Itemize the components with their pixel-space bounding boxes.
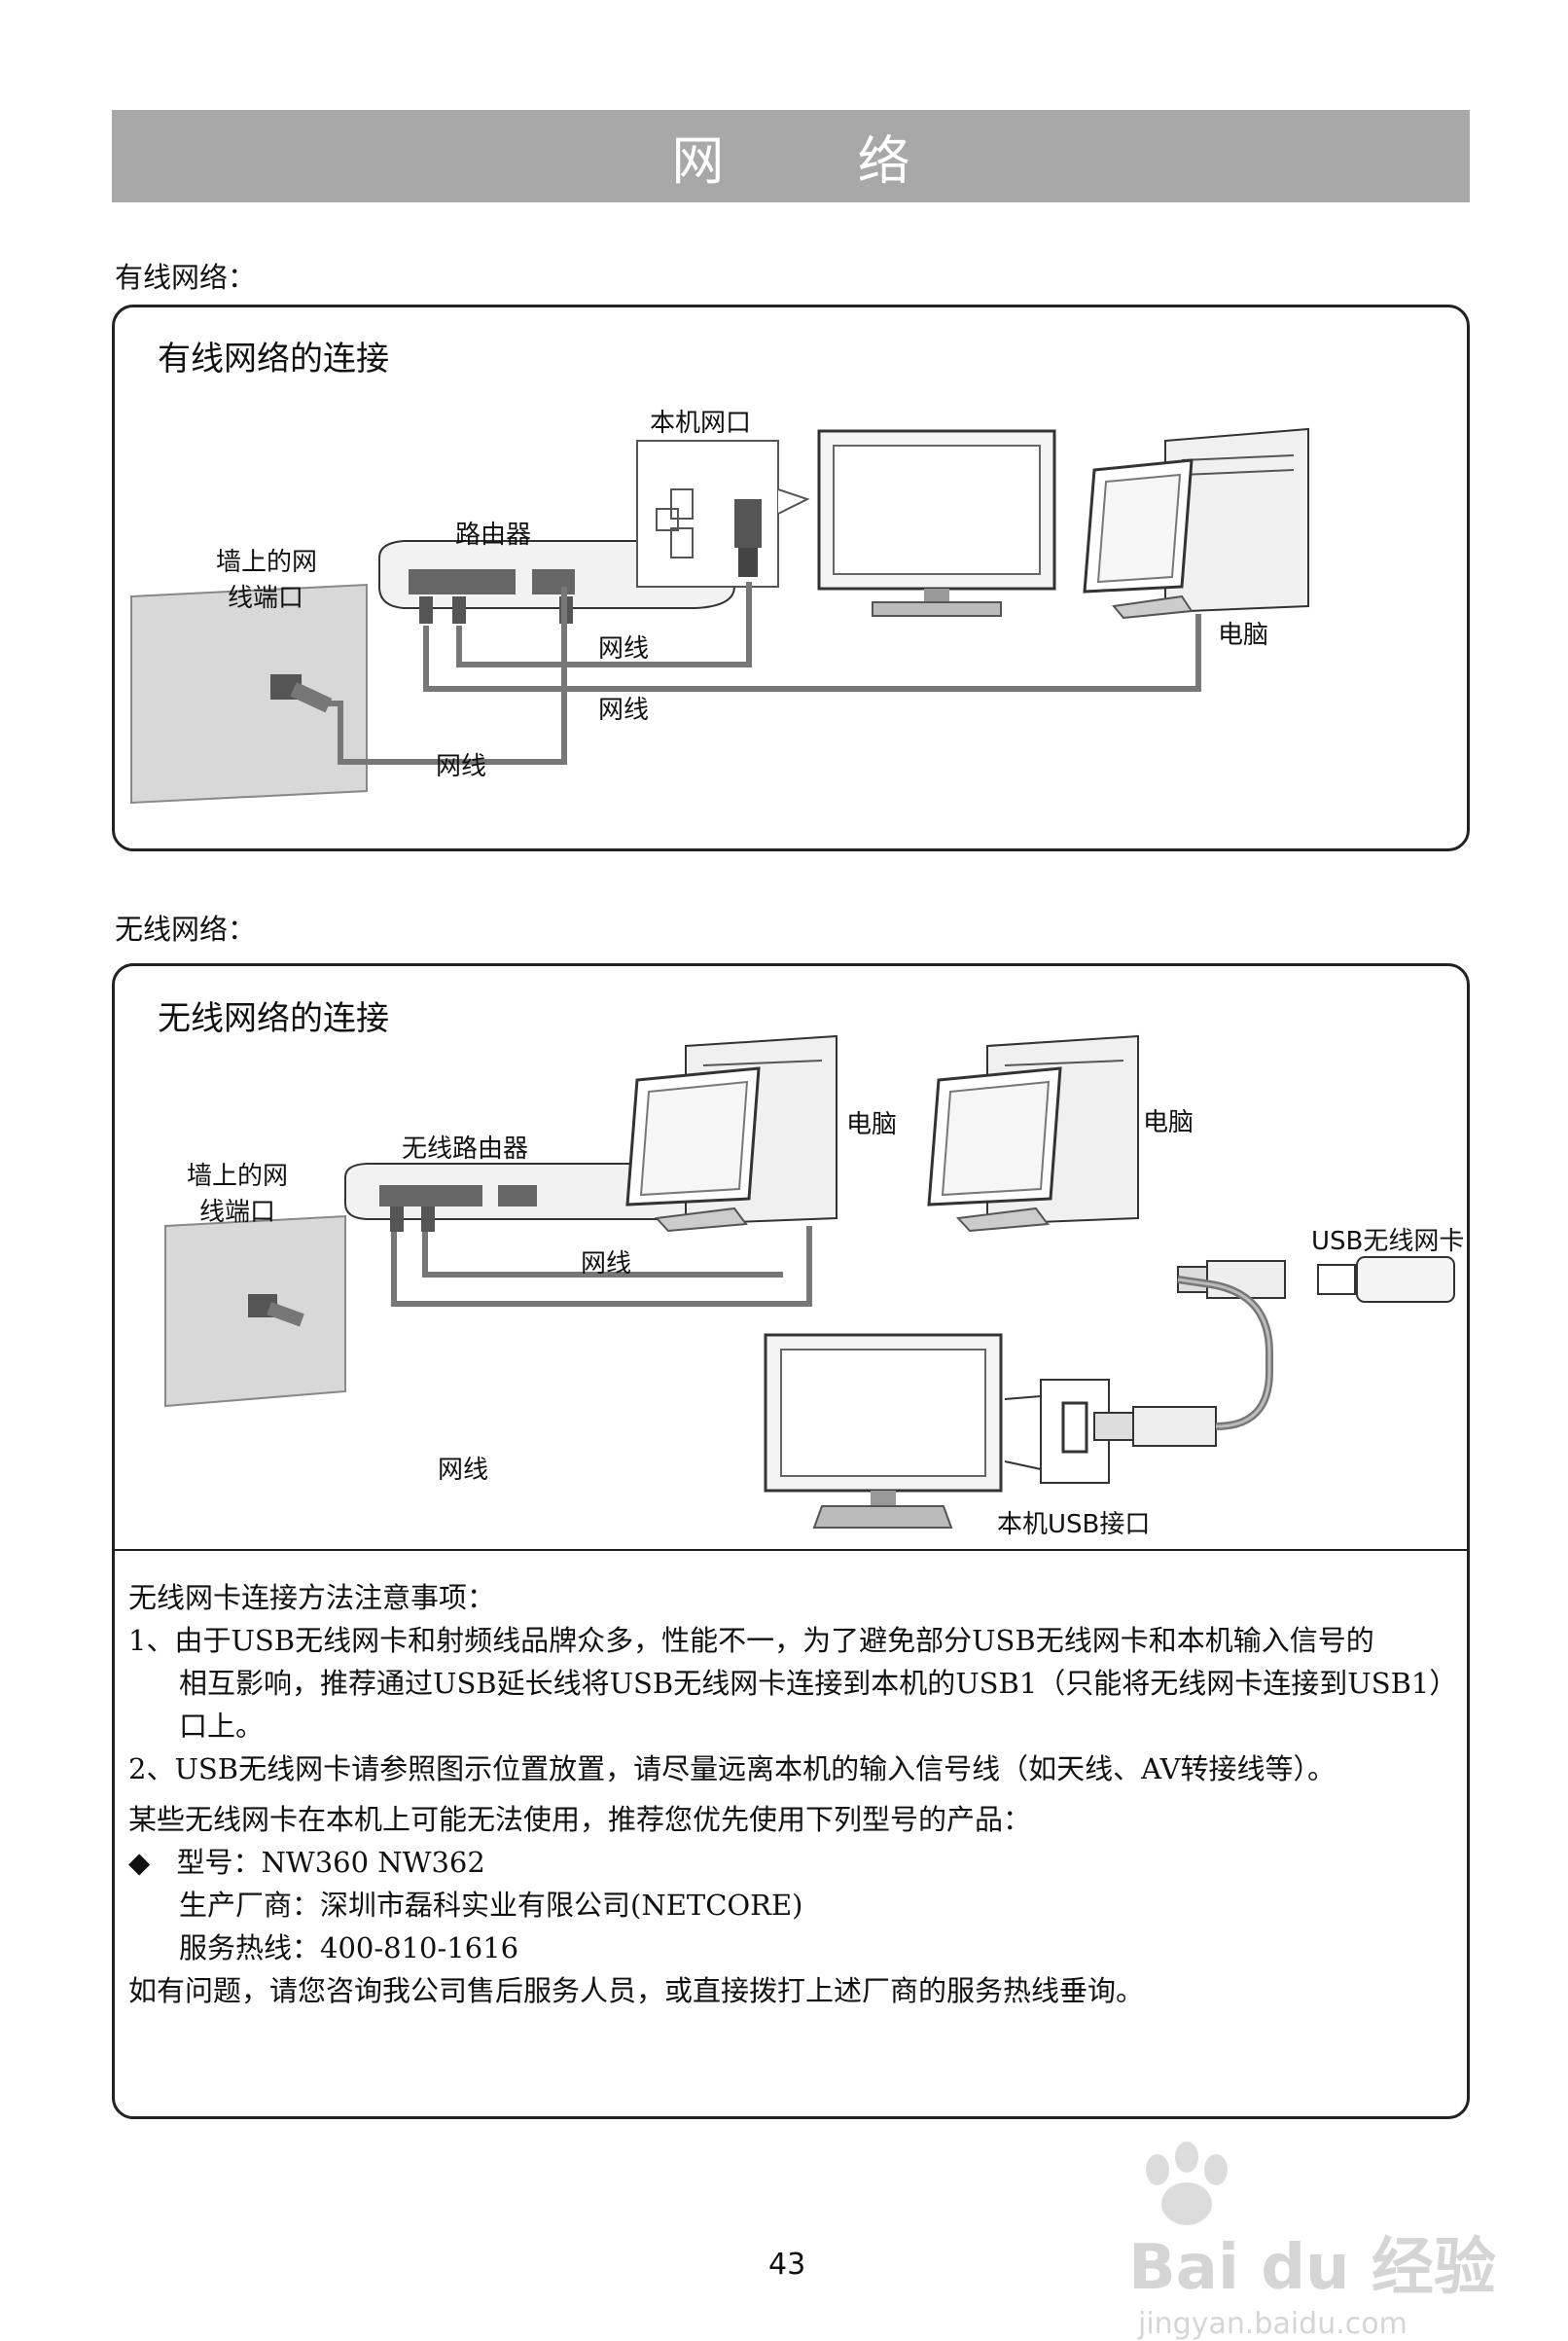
usb-port-label: 本机USB接口	[997, 1510, 1151, 1539]
usb-port-callout	[1004, 1379, 1217, 1484]
notes-heading: 无线网卡连接方法注意事项：	[128, 1581, 496, 1614]
wireless-diagram	[164, 1034, 1455, 1529]
wireless-wall-port-label-line1: 墙上的网	[187, 1162, 289, 1191]
wireless-cable-label-2: 网线	[438, 1456, 489, 1485]
baidu-watermark: Bai du 经验 jingyan.baidu.com	[1128, 2136, 1496, 2341]
page-number: 43	[768, 2248, 806, 2282]
notes-item1-line3: 口上。	[179, 1710, 265, 1743]
notes-item1-line2: 相互影响，推荐通过USB延长线将USB无线网卡连接到本机的USB1（只能将无线网…	[179, 1667, 1458, 1700]
wired-computer-label: 电脑	[1218, 621, 1269, 650]
page-title: 网 络	[671, 130, 969, 192]
wired-panel-title: 有线网络的连接	[158, 340, 389, 378]
notes-hotline: 服务热线：400-810-1616	[179, 1931, 519, 1964]
bullet-diamond-icon: ◆	[128, 1846, 151, 1879]
computer-2-illustration	[927, 1034, 1139, 1233]
wireless-panel	[112, 963, 1470, 2119]
wireless-wall-port-label-line2: 线端口	[199, 1198, 276, 1227]
page-title-bar: 网 络	[112, 110, 1470, 202]
wireless-tv-illustration	[764, 1333, 1003, 1529]
wireless-panel-title: 无线网络的连接	[158, 999, 389, 1038]
usb-adapter-label: USB无线网卡	[1311, 1227, 1465, 1256]
notes-model: 型号：NW360 NW362	[176, 1846, 485, 1879]
wireless-section-label: 无线网络：	[115, 913, 257, 946]
watermark-url: jingyan.baidu.com	[1138, 2307, 1408, 2341]
wireless-computer-1-label: 电脑	[846, 1110, 898, 1139]
wireless-cables	[391, 1226, 1273, 1430]
notes-recommend: 某些无线网卡在本机上可能无法使用，推荐您优先使用下列型号的产品：	[128, 1803, 1032, 1836]
wired-wall-port-label-line1: 墙上的网	[216, 548, 318, 577]
notes-contact: 如有问题，请您咨询我公司售后服务人员，或直接拨打上述厂商的服务热线垂询。	[128, 1974, 1145, 2007]
wired-local-port-label: 本机网口	[650, 409, 752, 438]
wired-panel	[112, 305, 1470, 851]
wireless-computer-2-label: 电脑	[1143, 1108, 1194, 1137]
wireless-router-label: 无线路由器	[402, 1134, 529, 1164]
wireless-wall-port-illustration	[164, 1214, 346, 1408]
notes-maker: 生产厂商：深圳市磊科实业有限公司(NETCORE)	[179, 1889, 803, 1922]
wired-router-label: 路由器	[455, 521, 532, 550]
wired-section-label: 有线网络：	[115, 261, 257, 294]
watermark-brand: Bai du 经验	[1128, 2232, 1496, 2304]
usb-adapter-illustration	[1177, 1256, 1455, 1303]
paw-logo-icon	[1146, 2142, 1228, 2225]
computer-1-illustration	[625, 1034, 837, 1233]
tv-illustration	[817, 429, 1056, 617]
notes-item2: 2、USB无线网卡请参照图示位置放置，请尽量远离本机的输入信号线（如天线、AV转…	[128, 1752, 1336, 1785]
local-port-callout	[636, 440, 810, 588]
wired-cable-label-3: 网线	[436, 752, 487, 781]
wall-port-illustration	[130, 583, 368, 805]
wired-cables	[311, 582, 1201, 765]
wired-diagram	[130, 427, 1309, 805]
wired-cable-label-2: 网线	[598, 696, 650, 725]
notes-item1-line1: 1、由于USB无线网卡和射频线品牌众多，性能不一，为了避免部分USB无线网卡和本…	[128, 1624, 1374, 1657]
wireless-notes: 无线网卡连接方法注意事项： 1、由于USB无线网卡和射频线品牌众多，性能不一，为…	[128, 1576, 1461, 2012]
wireless-panel-divider	[114, 1549, 1468, 1551]
wired-cable-label-1: 网线	[598, 634, 650, 664]
wireless-cable-label-1: 网线	[581, 1249, 632, 1279]
wired-wall-port-label-line2: 线端口	[228, 584, 304, 613]
computer-illustration	[1083, 427, 1309, 620]
